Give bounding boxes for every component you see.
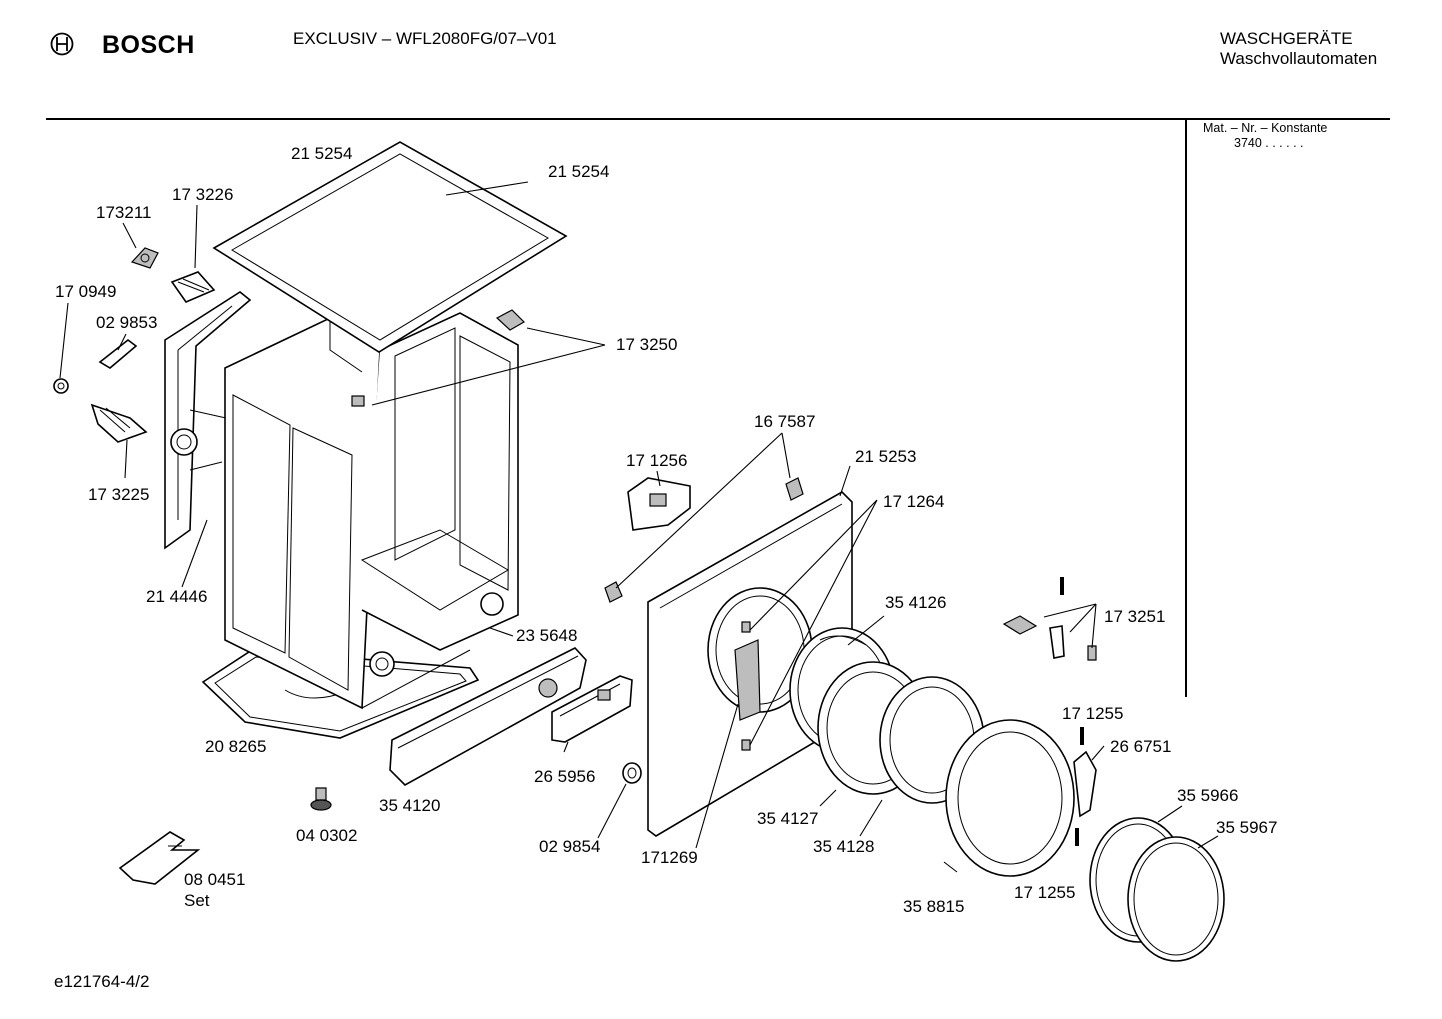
bosch-logo-icon	[50, 32, 74, 56]
front-plinth-part	[389, 647, 587, 786]
door-outer-frame-part	[945, 719, 1075, 877]
constant-label: Mat. – Nr. – Konstante	[1203, 121, 1328, 135]
foot-screw-part	[310, 787, 332, 811]
part-label: 35 5966	[1177, 786, 1239, 805]
door-handle-part	[1073, 750, 1097, 818]
part-label: 04 0302	[296, 826, 358, 845]
part-label: 35 8815	[903, 897, 965, 916]
constant-value: 3740 . . . . . .	[1234, 136, 1304, 150]
part-label: 171269	[641, 848, 698, 867]
knob-part	[622, 762, 642, 784]
part-label: 173211	[96, 203, 152, 222]
hinge-set-part	[1002, 577, 1097, 661]
shock-absorber-bottom-part	[90, 403, 148, 443]
part-label: 17 3250	[616, 335, 678, 354]
part-label: 23 5648	[516, 626, 578, 645]
part-label: 02 9853	[96, 313, 158, 332]
part-label: 17 3225	[88, 485, 150, 504]
category-title: WASCHGERÄTE	[1220, 29, 1353, 48]
part-label: 21 5253	[855, 447, 917, 466]
top-lid-part	[212, 141, 568, 353]
part-label: 26 5956	[534, 767, 596, 786]
hinge-clip-top-part	[495, 309, 525, 331]
part-label: 35 4126	[885, 593, 947, 612]
part-label: 17 3251	[1104, 607, 1166, 626]
part-label: 35 4127	[757, 809, 819, 828]
part-label: 17 1256	[626, 451, 688, 470]
part-label: 17 1255	[1014, 883, 1076, 902]
hinge-clip-part	[130, 247, 159, 269]
pins-171255-part	[1075, 727, 1084, 846]
diagram-code: e121764-4/2	[54, 972, 150, 991]
part-label: 17 1264	[883, 492, 945, 511]
part-label: 35 4128	[813, 837, 875, 856]
leader-lines	[59, 181, 1219, 873]
model-title: EXCLUSIV – WFL2080FG/07–V01	[293, 29, 557, 48]
tool-set-part	[118, 831, 201, 885]
subcategory-title: Waschvollautomaten	[1220, 49, 1378, 68]
part-label: 08 0451	[184, 870, 246, 889]
part-label: 17 3226	[172, 185, 234, 204]
part-label: 21 5254	[291, 144, 353, 163]
ring-clip-part	[53, 378, 69, 394]
part-label: 35 5967	[1216, 818, 1278, 837]
part-label: 35 4120	[379, 796, 441, 815]
part-label: 17 1255	[1062, 704, 1124, 723]
part-label: Set	[184, 891, 210, 910]
shock-absorber-top-part	[170, 271, 216, 303]
part-label: 21 4446	[146, 587, 208, 606]
side-panel-part	[164, 291, 252, 550]
brand-logo-text: BOSCH	[102, 31, 195, 59]
bracket-part	[98, 338, 138, 369]
door-lock-part	[627, 477, 691, 531]
detergent-drawer-part	[551, 675, 633, 743]
part-label: 20 8265	[205, 737, 267, 756]
part-label: 02 9854	[539, 837, 601, 856]
seal-ring-inner-part	[1127, 836, 1225, 962]
cabinet-frame-part	[224, 312, 519, 710]
part-label: 16 7587	[754, 412, 816, 431]
part-label: 21 5254	[548, 162, 610, 181]
clip-167587-b-part	[785, 477, 804, 501]
part-label: 26 6751	[1110, 737, 1172, 756]
part-label: 17 0949	[55, 282, 117, 301]
